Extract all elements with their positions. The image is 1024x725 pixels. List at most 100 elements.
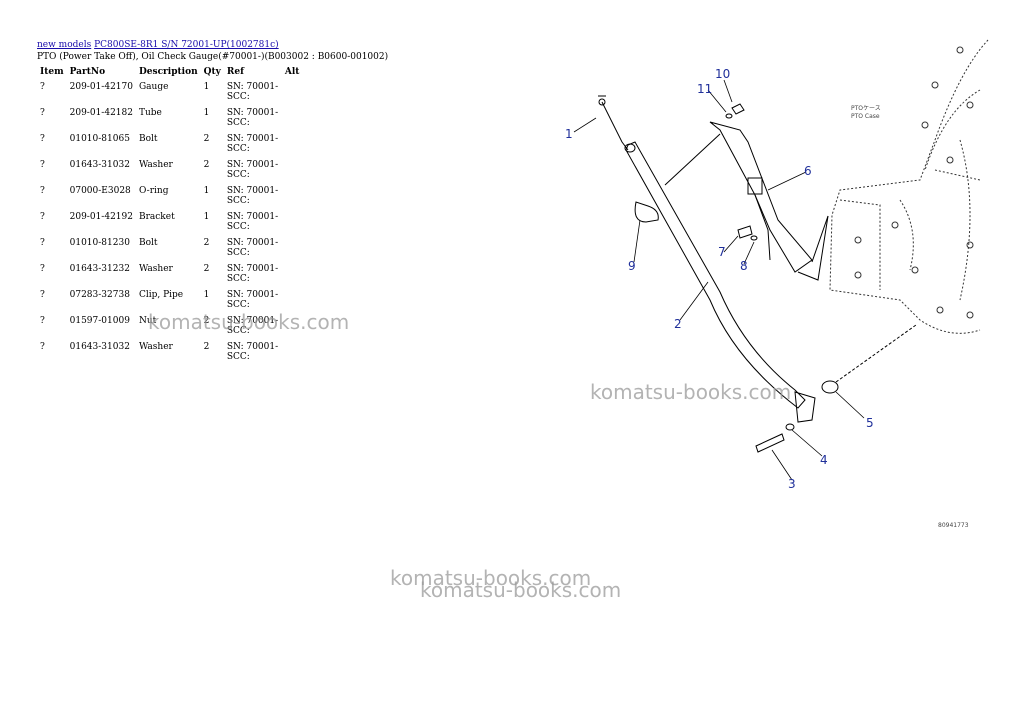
cell-partno: 01597-01009 — [69, 316, 130, 326]
callout-5: 5 — [866, 416, 874, 430]
tube — [625, 141, 806, 409]
washer-small — [725, 113, 733, 119]
cell-ref: SN: 70001-SCC: — [226, 108, 279, 128]
pto-case-bolts — [854, 46, 974, 319]
cell-partno: 209-01-42192 — [69, 212, 133, 222]
breadcrumb: new models PC800SE-8R1 S/N 72001-UP(1002… — [37, 40, 279, 51]
cell-alt — [282, 341, 303, 367]
tube-top-fitting — [624, 143, 636, 153]
watermark-3: komatsu-books.com — [390, 566, 592, 590]
cell-item: ? — [40, 212, 45, 222]
cell-ref: SN: 70001-SCC: — [226, 160, 279, 180]
cell-alt — [282, 237, 303, 263]
cell-alt — [282, 133, 303, 159]
callout-6: 6 — [804, 164, 812, 178]
cell-ref: SN: 70001-SCC: — [226, 82, 279, 102]
callout-8: 8 — [740, 259, 748, 273]
table-row: ? 209-01-42192 Bracket 1 SN: 70001-SCC: — [37, 211, 302, 237]
cell-qty: 2 — [203, 264, 210, 274]
cell-qty: 2 — [203, 316, 210, 326]
tube-flange — [794, 391, 816, 423]
cell-qty: 1 — [203, 186, 210, 196]
callout-9: 9 — [628, 259, 636, 273]
cell-qty: 2 — [203, 342, 210, 352]
cell-alt — [282, 107, 303, 133]
washer-lower — [785, 423, 795, 431]
cell-description: O-ring — [138, 186, 169, 196]
cell-item: ? — [40, 82, 45, 92]
cell-qty: 1 — [203, 212, 210, 222]
pipe-clip — [634, 201, 659, 223]
gauge-rod — [601, 101, 629, 151]
breadcrumb-new-models-link[interactable]: new models — [37, 40, 92, 50]
cell-alt — [282, 81, 303, 107]
col-header-qty: Qty — [203, 66, 221, 77]
cell-alt — [282, 185, 303, 211]
cell-partno: 01643-31232 — [69, 264, 130, 274]
cell-alt — [282, 159, 303, 185]
cell-description: Bolt — [138, 134, 158, 144]
table-row: ? 01643-31232 Washer 2 SN: 70001-SCC: — [37, 263, 302, 289]
callout-1: 1 — [565, 127, 573, 141]
callout-11: 11 — [697, 82, 712, 96]
page-subtitle: PTO (Power Take Off), Oil Check Gauge(#7… — [37, 52, 389, 62]
cell-ref: SN: 70001-SCC: — [226, 134, 279, 154]
cell-ref: SN: 70001-SCC: — [226, 316, 279, 336]
small-washer — [750, 235, 758, 241]
cell-description: Washer — [138, 264, 173, 274]
cell-description: Washer — [138, 160, 173, 170]
cell-item: ? — [40, 264, 45, 274]
table-header-row: Item PartNo Description Qty Ref Alt — [37, 64, 302, 81]
cell-ref: SN: 70001-SCC: — [226, 290, 279, 310]
figure-code: 80941773 — [938, 522, 969, 529]
watermark-2: komatsu-books.com — [590, 380, 792, 404]
col-header-item: Item — [40, 66, 64, 77]
cell-qty: 1 — [203, 108, 210, 118]
parts-table: Item PartNo Description Qty Ref Alt ? 209… — [37, 64, 302, 367]
col-header-alt: Alt — [284, 66, 300, 77]
cell-ref: SN: 70001-SCC: — [226, 238, 279, 258]
cell-description: Bracket — [138, 212, 175, 222]
parts-diagram: 1 2 3 4 5 6 7 8 9 10 11 PTOケース PTO Case … — [565, 39, 989, 529]
cell-item: ? — [40, 316, 45, 326]
cell-item: ? — [40, 160, 45, 170]
cell-alt — [282, 211, 303, 237]
breadcrumb-model-link[interactable]: PC800SE-8R1 S/N 72001-UP(1002781c) — [94, 40, 279, 50]
cell-qty: 1 — [203, 82, 210, 92]
o-ring — [821, 380, 839, 394]
cell-description: Bolt — [138, 238, 158, 248]
cell-description: Gauge — [138, 82, 169, 92]
cell-item: ? — [40, 186, 45, 196]
cell-ref: SN: 70001-SCC: — [226, 264, 279, 284]
cell-partno: 07283-32738 — [69, 290, 130, 300]
callout-10: 10 — [715, 67, 730, 81]
watermark-4: komatsu-books.com — [420, 578, 622, 602]
cell-description: Tube — [138, 108, 162, 118]
cell-qty: 2 — [203, 160, 210, 170]
callout-7: 7 — [718, 245, 726, 259]
cell-partno: 209-01-42182 — [69, 108, 133, 118]
cell-ref: SN: 70001-SCC: — [226, 186, 279, 206]
cell-ref: SN: 70001-SCC: — [226, 212, 279, 232]
small-bolt — [737, 225, 753, 239]
nut — [731, 103, 745, 115]
cell-partno: 01643-31032 — [69, 342, 130, 352]
callout-2: 2 — [674, 317, 682, 331]
cell-qty: 2 — [203, 238, 210, 248]
cell-partno: 01010-81230 — [69, 238, 130, 248]
callout-4: 4 — [820, 453, 828, 467]
cell-qty: 2 — [203, 134, 210, 144]
cell-item: ? — [40, 290, 45, 300]
cell-item: ? — [40, 342, 45, 352]
col-header-partno: PartNo — [69, 66, 106, 77]
